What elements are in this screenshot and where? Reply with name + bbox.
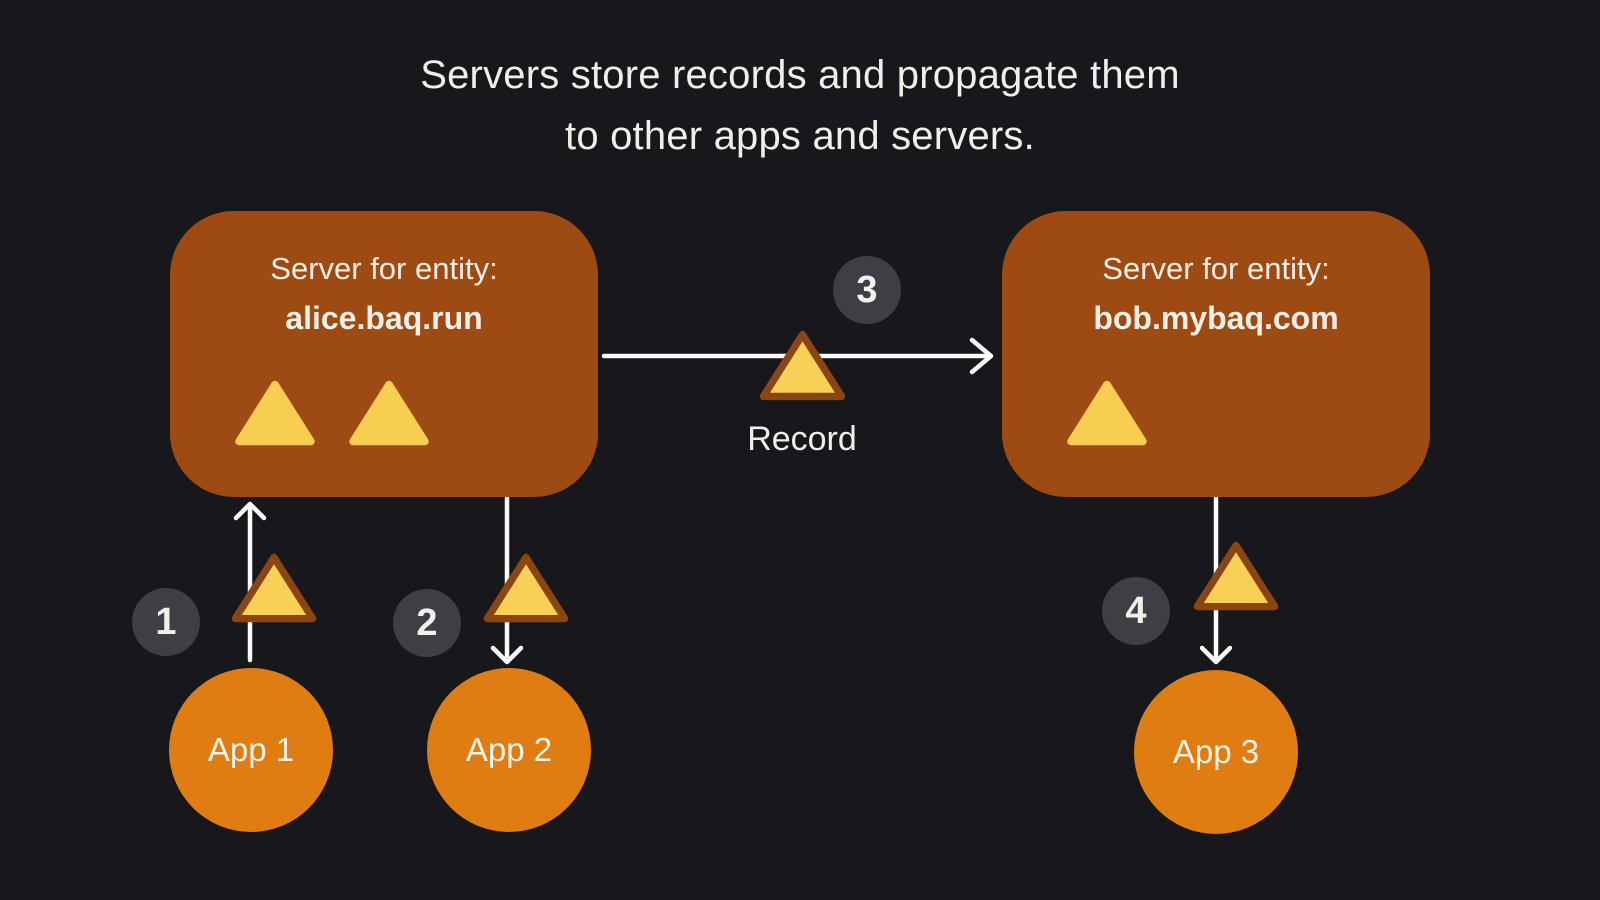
server-entity-name: alice.baq.run	[285, 300, 483, 336]
step-badge-2: 2	[393, 589, 461, 657]
step-badge-4: 4	[1102, 577, 1170, 645]
server-role-label: Server for entity:	[270, 251, 498, 286]
stored-records-alice	[233, 377, 431, 449]
record-icon	[231, 553, 317, 623]
app-label: App 1	[207, 731, 295, 768]
app-circle-3: App 3	[1134, 670, 1298, 834]
record-icon	[1193, 541, 1279, 611]
title-line-2: to other apps and servers.	[565, 114, 1035, 158]
title-line-1: Servers store records and propagate them	[420, 53, 1180, 97]
diagram-title: Servers store records and propagate them…	[0, 45, 1600, 167]
record-icon	[483, 553, 569, 623]
step-badge-1: 1	[132, 588, 200, 656]
record-caption: Record	[747, 420, 857, 458]
record-icon	[759, 330, 846, 401]
app-circle-2: App 2	[427, 668, 591, 832]
record-icon	[235, 380, 315, 446]
stored-records-bob	[1065, 377, 1149, 449]
app-label: App 2	[465, 731, 553, 768]
server-box-alice: Server for entity: alice.baq.run	[170, 211, 598, 497]
step-badge-3: 3	[833, 256, 901, 324]
app-circle-1: App 1	[169, 668, 333, 832]
server-box-bob: Server for entity: bob.mybaq.com	[1002, 211, 1430, 497]
server-role-label: Server for entity:	[1102, 251, 1330, 286]
record-icon	[1067, 380, 1147, 446]
app-label: App 3	[1172, 733, 1260, 770]
record-icon	[349, 380, 429, 446]
server-entity-name: bob.mybaq.com	[1093, 300, 1339, 336]
